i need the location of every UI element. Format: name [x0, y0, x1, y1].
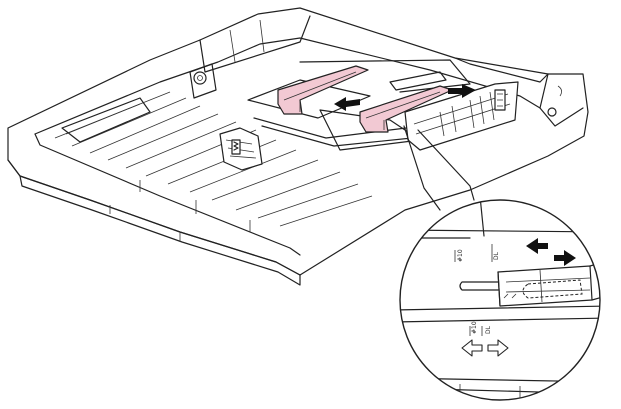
size-mark-10-bottom: #10 [471, 321, 478, 334]
outline-arrows [461, 339, 509, 357]
side-guide-left [277, 65, 369, 115]
size-mark-dl-bottom: DL [485, 325, 492, 334]
side-rail [404, 81, 519, 151]
tray-body [7, 7, 589, 286]
length-stopper [219, 127, 263, 171]
magnified-callout: #10 DL #10 DL [399, 199, 601, 401]
side-guide-right [359, 85, 453, 133]
size-mark-dl-top: DL [493, 251, 500, 260]
size-mark-10-top: #10 [457, 249, 464, 262]
slide-direction-arrows [526, 238, 576, 266]
guide-movement-arrows [334, 84, 476, 111]
